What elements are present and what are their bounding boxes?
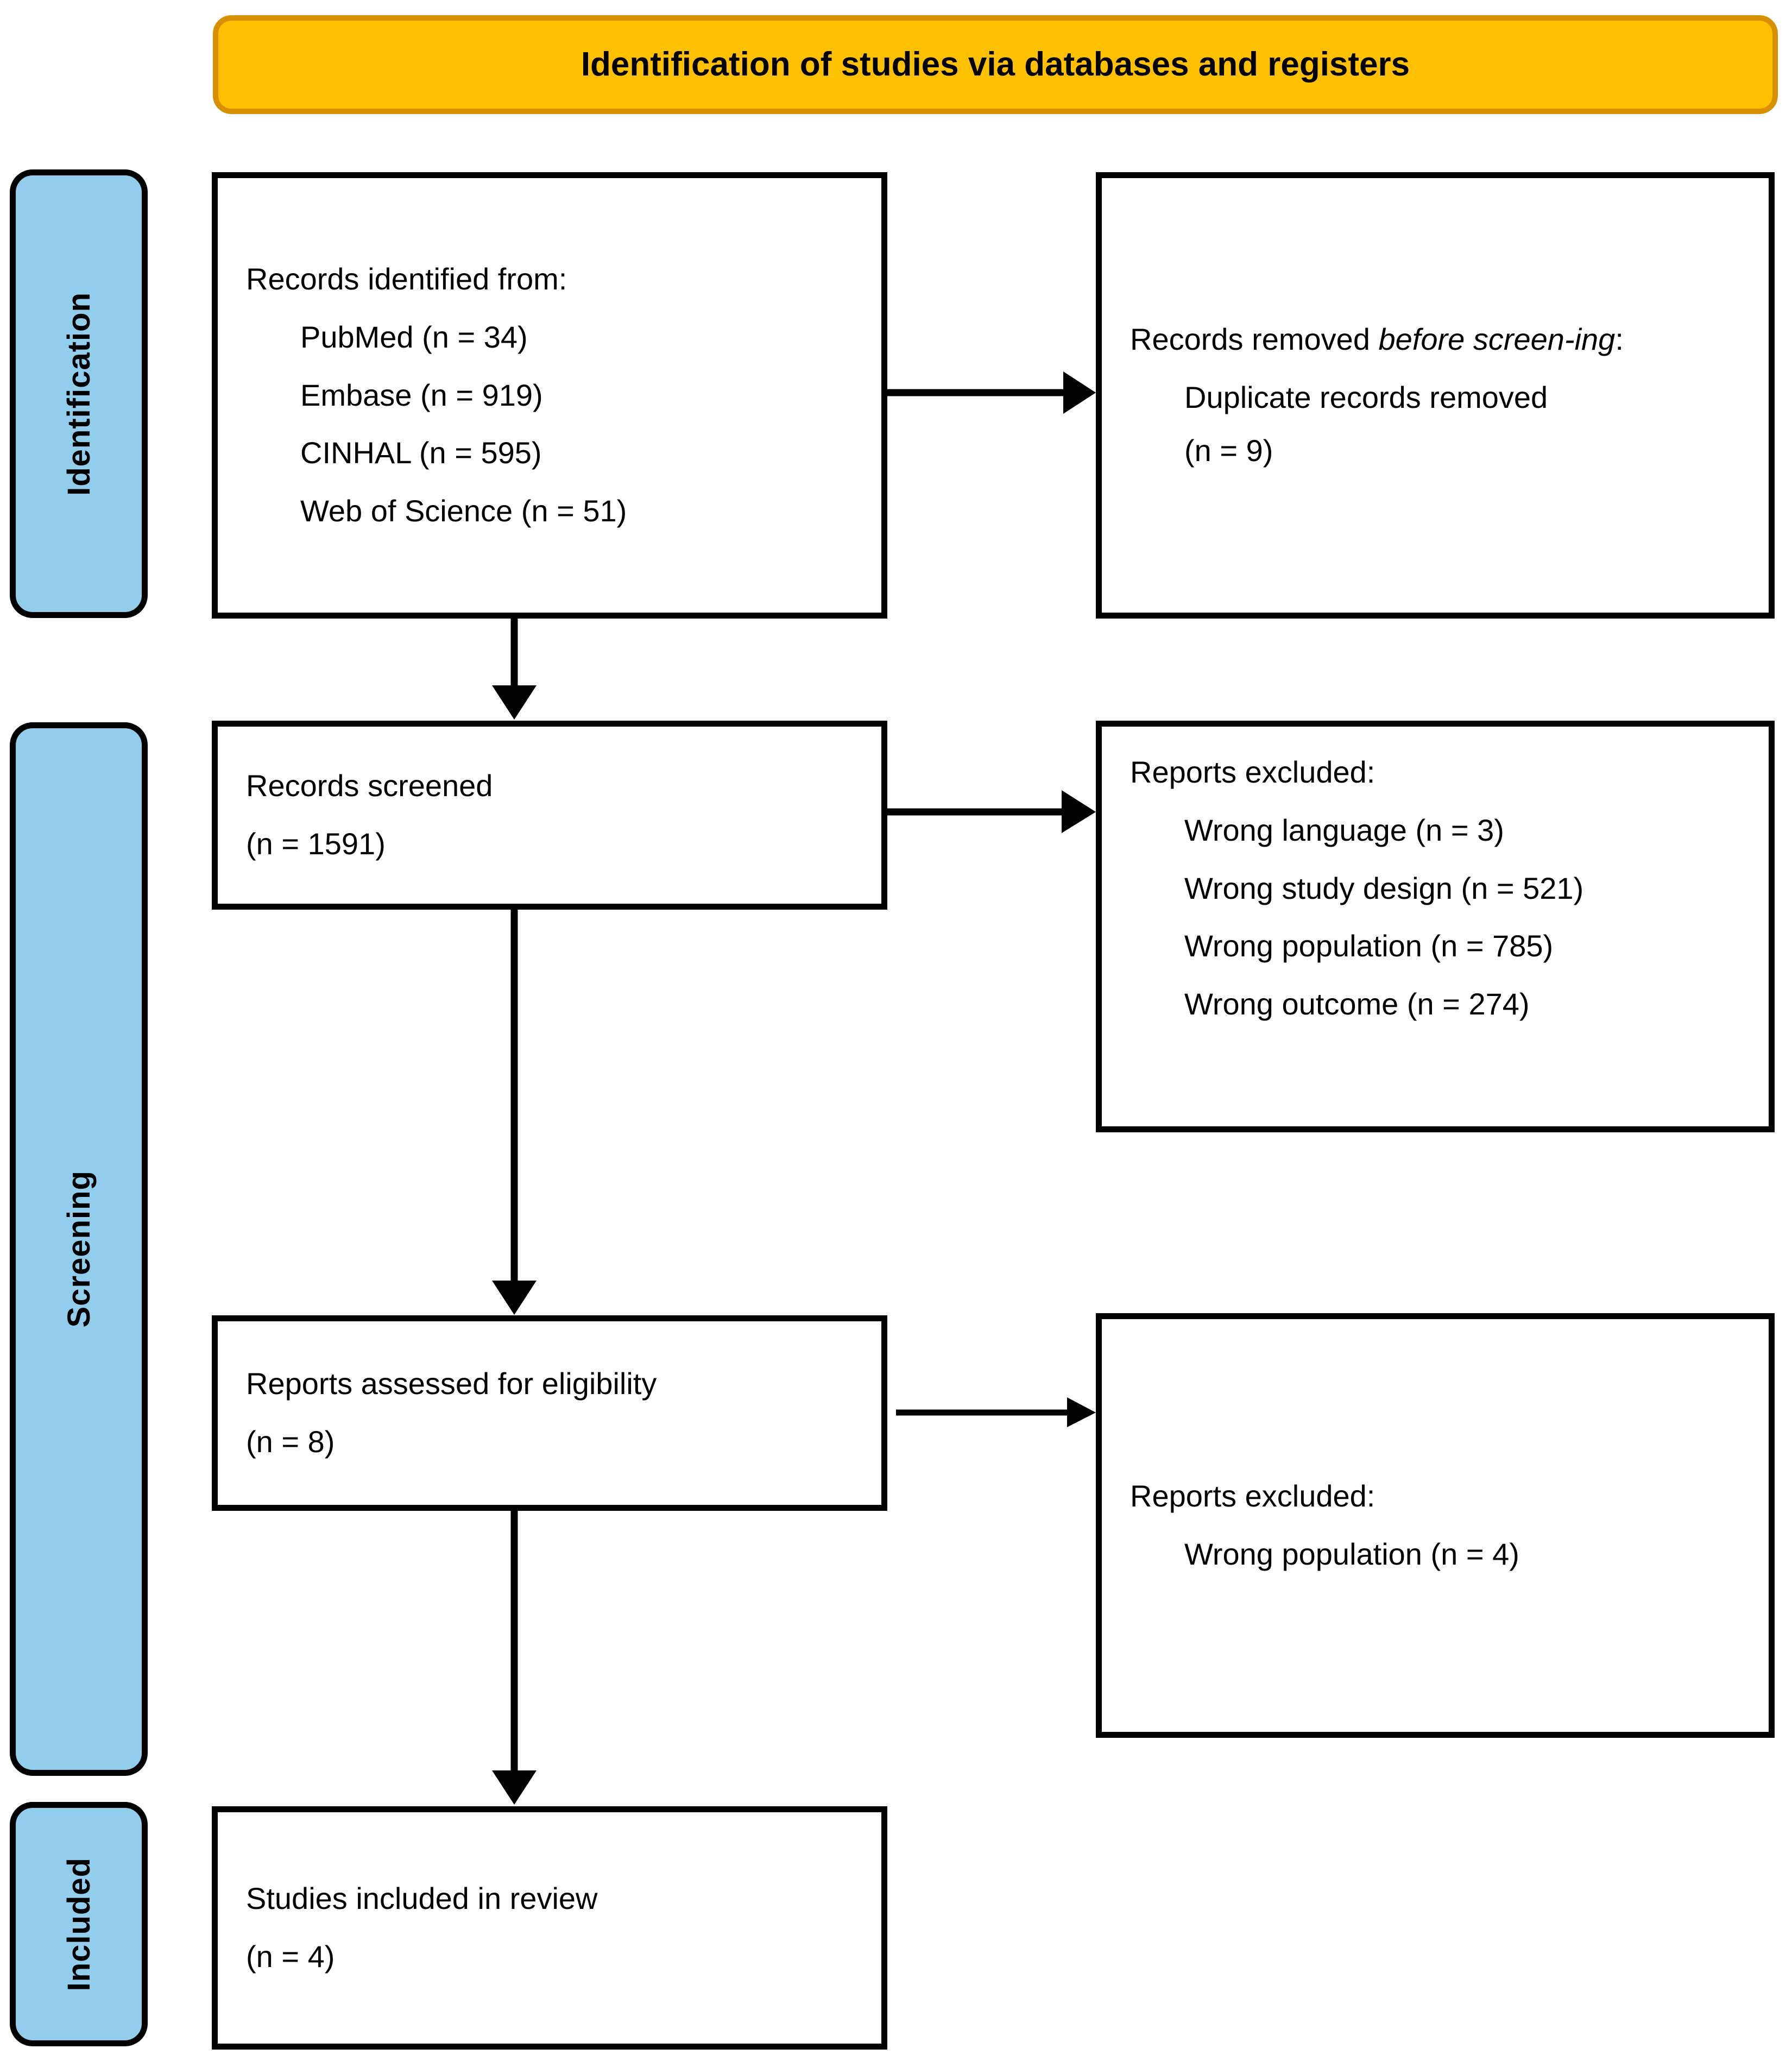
- arrow-screened-to-eligibility: [492, 910, 537, 1315]
- stage-bar-identification: Identification: [10, 169, 148, 618]
- box-records-removed-title: Records removed before screen-ing:: [1130, 320, 1740, 360]
- box-records-removed-title-plain: Records removed: [1130, 322, 1379, 356]
- box-reports-excluded-reason-population: Wrong population (n = 785): [1184, 929, 1554, 963]
- box-studies-included: Studies included in review (n = 4): [212, 1806, 887, 2050]
- box-reports-excluded-eligibility-reason-population: Wrong population (n = 4): [1184, 1537, 1519, 1571]
- box-reports-excluded-reason-language: Wrong language (n = 3): [1184, 812, 1504, 847]
- diagram-header-banner: Identification of studies via databases …: [213, 15, 1778, 114]
- box-records-removed-title-italic: before screen-ing: [1378, 322, 1616, 356]
- box-records-removed-duplicates: Duplicate records removed: [1184, 380, 1548, 414]
- page-title: Identification of studies via databases …: [580, 45, 1410, 83]
- box-studies-included-title: Studies included in review: [246, 1881, 598, 1916]
- box-reports-assessed-eligibility-count: (n = 8): [246, 1424, 335, 1459]
- box-reports-excluded-screening-title: Reports excluded:: [1130, 755, 1375, 789]
- arrow-identified-to-removed: [887, 371, 1096, 414]
- stage-bar-label-screening: Screening: [61, 1170, 97, 1328]
- box-records-identified-source-cinhal: CINHAL (n = 595): [300, 436, 542, 470]
- box-records-removed-title-suffix: :: [1615, 322, 1624, 356]
- box-reports-excluded-eligibility: Reports excluded: Wrong population (n = …: [1096, 1313, 1775, 1738]
- stage-bar-included: Included: [10, 1802, 148, 2046]
- box-reports-excluded-reason-outcome: Wrong outcome (n = 274): [1184, 987, 1530, 1022]
- arrow-screened-to-excluded: [887, 790, 1096, 833]
- box-records-identified: Records identified from: PubMed (n = 34)…: [212, 172, 887, 619]
- box-reports-assessed-eligibility: Reports assessed for eligibility (n = 8): [212, 1315, 887, 1511]
- box-reports-excluded-screening: Reports excluded: Wrong language (n = 3)…: [1096, 721, 1775, 1132]
- stage-bar-label-identification: Identification: [61, 292, 97, 496]
- box-records-removed-before-screening: Records removed before screen-ing: Dupli…: [1096, 172, 1775, 619]
- box-records-removed-duplicates-count: (n = 9): [1184, 433, 1273, 468]
- box-records-identified-title: Records identified from:: [246, 262, 567, 296]
- box-records-screened: Records screened (n = 1591): [212, 721, 887, 910]
- box-reports-excluded-eligibility-title: Reports excluded:: [1130, 1479, 1375, 1514]
- arrow-eligibility-to-included: [492, 1511, 537, 1805]
- box-records-screened-count: (n = 1591): [246, 827, 386, 861]
- box-studies-included-count: (n = 4): [246, 1939, 335, 1974]
- stage-bar-screening: Screening: [10, 722, 148, 1776]
- stage-bar-label-included: Included: [61, 1857, 97, 1991]
- box-records-screened-title: Records screened: [246, 768, 493, 803]
- box-records-identified-source-pubmed: PubMed (n = 34): [300, 319, 528, 354]
- arrow-eligibility-to-excluded: [896, 1397, 1096, 1427]
- box-records-identified-source-wos: Web of Science (n = 51): [300, 494, 627, 528]
- box-records-identified-source-embase: Embase (n = 919): [300, 377, 543, 412]
- arrow-identified-to-screened: [492, 619, 537, 720]
- box-reports-assessed-eligibility-title: Reports assessed for eligibility: [246, 1366, 657, 1401]
- box-reports-excluded-reason-study-design: Wrong study design (n = 521): [1184, 871, 1584, 905]
